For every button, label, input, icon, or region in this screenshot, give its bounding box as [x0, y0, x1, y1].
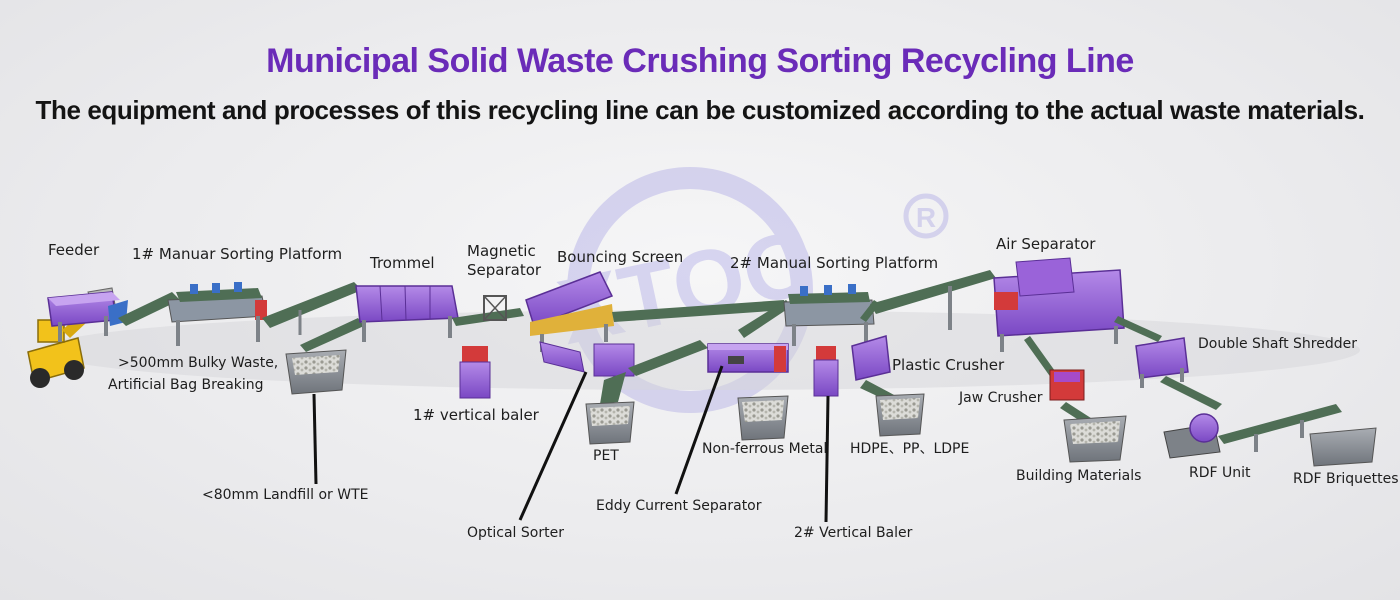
- conveyor-6: [870, 270, 996, 314]
- label-pet: PET: [593, 448, 619, 464]
- leader-eddy-current: [674, 365, 724, 495]
- label-bulky-waste-line1: >500mm Bulky Waste,: [118, 355, 279, 371]
- label-eddy-current-separator: Eddy Current Separator: [596, 498, 762, 514]
- label-bouncing-screen: Bouncing Screen: [557, 248, 684, 266]
- label-non-ferrous-metal: Non-ferrous Metal: [702, 441, 828, 457]
- label-air-separator: Air Separator: [996, 235, 1096, 253]
- conveyor-9: [1218, 404, 1342, 444]
- conveyor-2: [262, 282, 362, 328]
- label-feeder: Feeder: [48, 241, 100, 259]
- conveyor-landfill: [300, 318, 364, 352]
- label-manual-platform-2: 2# Manual Sorting Platform: [730, 254, 939, 272]
- bouncing-screen: [525, 271, 614, 352]
- label-vertical-baler-2: 2# Vertical Baler: [794, 525, 913, 541]
- label-trommel: Trommel: [370, 254, 435, 272]
- jaw-crusher: [1049, 369, 1085, 401]
- double-shaft-shredder: [1135, 337, 1189, 388]
- pet-bin: [585, 401, 635, 445]
- label-building-materials: Building Materials: [1016, 468, 1142, 484]
- label-double-shaft-shredder: Double Shaft Shredder: [1198, 336, 1357, 352]
- conveyor-1: [118, 292, 180, 326]
- non-ferrous-metal-bin: [737, 395, 789, 441]
- registered-mark-circle: [903, 193, 949, 239]
- leader-lines: [312, 365, 830, 523]
- conveyor-eddy: [628, 340, 708, 376]
- plastics-bin: [875, 393, 925, 437]
- label-hdpe-pp-ldpe: HDPE、PP、LDPE: [850, 441, 970, 457]
- manual-sorting-platform-2: [783, 284, 875, 346]
- label-optical-sorter: Optical Sorter: [467, 525, 564, 541]
- page-subtitle: The equipment and processes of this recy…: [35, 95, 1365, 125]
- label-landfill: <80mm Landfill or WTE: [202, 487, 369, 503]
- landfill-bin: [285, 349, 347, 395]
- label-vertical-baler-1: 1# vertical baler: [413, 406, 539, 424]
- optical-sorter: [539, 341, 635, 377]
- conveyor-4: [612, 300, 786, 322]
- label-magnetic-separator-line2: Separator: [467, 261, 542, 279]
- vertical-baler-1: [459, 346, 491, 399]
- manual-sorting-platform-1: [167, 282, 267, 346]
- conveyor-5: [738, 300, 792, 338]
- building-materials-bin: [1063, 415, 1127, 463]
- label-jaw-crusher: Jaw Crusher: [959, 390, 1043, 406]
- conveyor-7: [1114, 316, 1162, 342]
- leader-optical-sorter: [518, 371, 588, 521]
- label-magnetic-separator-line1: Magnetic: [467, 242, 536, 260]
- rdf-briquettes-bin: [1309, 427, 1377, 467]
- conveyor-pet: [600, 372, 626, 404]
- page-title: Municipal Solid Waste Crushing Sorting R…: [266, 42, 1134, 80]
- label-plastic-crusher: Plastic Crusher: [892, 356, 1005, 374]
- leader-vertical-baler-2: [824, 395, 830, 523]
- rdf-unit: [1163, 413, 1221, 459]
- label-rdf-briquettes: RDF Briquettes: [1293, 471, 1399, 487]
- registered-mark-glyph: R: [916, 202, 936, 233]
- air-separator: [993, 257, 1125, 352]
- magnetic-separator: [483, 295, 507, 321]
- label-manual-platform-1: 1# Manuar Sorting Platform: [132, 245, 343, 263]
- label-rdf-unit: RDF Unit: [1189, 465, 1251, 481]
- vertical-baler-2: [813, 346, 839, 397]
- leader-landfill: [312, 393, 318, 485]
- label-bulky-waste-line2: Artificial Bag Breaking: [108, 377, 264, 393]
- conveyor-8: [1160, 376, 1222, 410]
